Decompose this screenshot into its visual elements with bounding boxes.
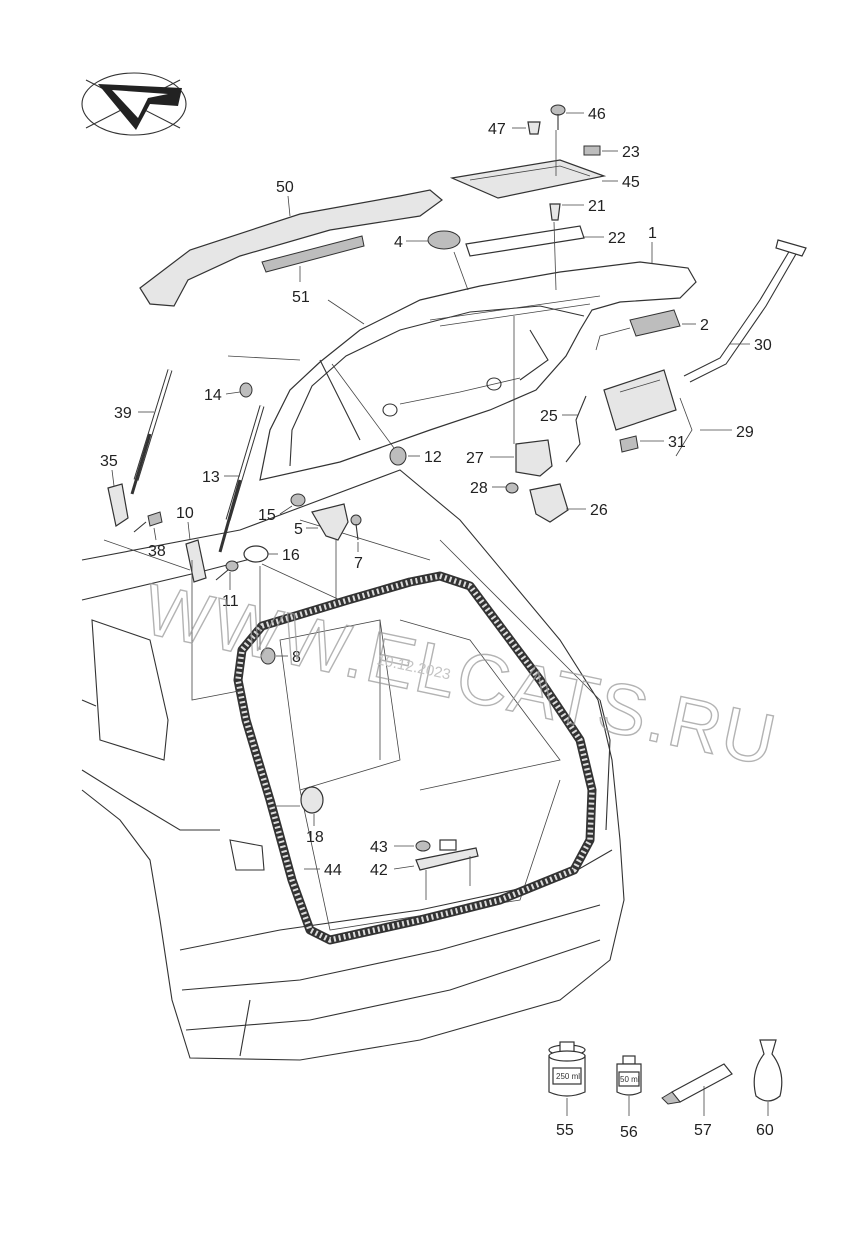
part-31-microswitch (619, 435, 639, 453)
part-60-bag (753, 1039, 783, 1116)
label-39: 39 (114, 405, 132, 422)
container-56-volume: 50 ml (620, 1075, 640, 1084)
part-23-clip (583, 145, 601, 156)
part-56-container: 50 ml (616, 1055, 642, 1116)
label-46: 46 (588, 106, 606, 123)
consumable-labels: 55 56 57 60 (556, 1122, 774, 1141)
label-35: 35 (100, 453, 118, 470)
tailgate-panel (259, 261, 697, 481)
part-14-ball-stud (239, 382, 253, 398)
label-21: 21 (588, 198, 606, 215)
label-44: 44 (324, 862, 342, 879)
part-18-grommet (272, 786, 324, 814)
label-13: 13 (202, 469, 220, 486)
part-labels: 47 46 23 45 21 22 1 50 4 51 2 30 14 39 2… (100, 106, 772, 879)
label-38: 38 (148, 543, 166, 560)
label-5: 5 (294, 521, 303, 538)
label-31: 31 (668, 434, 686, 451)
label-55: 55 (556, 1122, 574, 1139)
label-12: 12 (424, 449, 442, 466)
part-57-tube (661, 1063, 733, 1116)
part-11-bolt (215, 560, 239, 581)
label-27: 27 (466, 450, 484, 467)
label-16: 16 (282, 547, 300, 564)
label-11: 11 (222, 593, 239, 610)
watermark: WWW.ELCATS.RU 10.12.2023 (136, 569, 785, 783)
label-43: 43 (370, 839, 388, 856)
label-26: 26 (590, 502, 608, 519)
part-42-striker (415, 839, 479, 900)
part-8-plug (260, 647, 276, 665)
label-56: 56 (620, 1124, 638, 1141)
part-28-nut (505, 482, 519, 494)
part-45-trim-panel (449, 159, 607, 199)
label-60: 60 (756, 1122, 774, 1139)
part-47-plug (527, 121, 541, 135)
label-29: 29 (736, 424, 754, 441)
label-4: 4 (394, 234, 403, 251)
part-12-buffer (331, 363, 407, 466)
part-21-clip (549, 203, 561, 221)
part-50-spoiler (139, 189, 443, 307)
label-2: 2 (700, 317, 709, 334)
part-29-motor (603, 369, 677, 431)
part-25-cable (565, 395, 587, 463)
part-43-nut (415, 840, 431, 852)
part-26-bracket (529, 483, 569, 523)
label-18: 18 (306, 829, 324, 846)
label-8: 8 (292, 649, 301, 666)
label-42: 42 (370, 862, 388, 879)
label-1: 1 (648, 225, 657, 242)
reference-lines (103, 130, 693, 701)
part-4-emblem (427, 230, 461, 250)
part-22-cover-strip (465, 225, 585, 257)
label-30: 30 (754, 337, 772, 354)
label-50: 50 (276, 179, 294, 196)
label-57: 57 (694, 1122, 712, 1139)
label-28: 28 (470, 480, 488, 497)
part-27-lock (513, 316, 553, 477)
view-direction-icon (81, 72, 187, 136)
tailgate-seal (233, 571, 597, 945)
label-51: 51 (292, 289, 310, 306)
part-10-bracket (185, 539, 207, 583)
part-35-bracket (107, 483, 129, 527)
label-10: 10 (176, 505, 194, 522)
part-16-cap (243, 545, 269, 563)
label-14: 14 (204, 387, 222, 404)
part-5-hinge (311, 503, 349, 541)
part-46-screw (550, 104, 566, 130)
part-2-handle-switch (595, 309, 681, 351)
label-22: 22 (608, 230, 626, 247)
part-13-gas-strut (218, 405, 265, 553)
part-38-bolt (133, 511, 163, 533)
part-30-cable (683, 239, 807, 383)
part-39-gas-strut (130, 369, 173, 495)
label-7: 7 (354, 555, 363, 572)
part-55-container: 250 ml (548, 1041, 586, 1116)
label-23: 23 (622, 144, 640, 161)
part-15-buffer (290, 493, 306, 507)
part-51-brake-light (261, 235, 365, 273)
label-47: 47 (488, 121, 506, 138)
watermark-text: WWW.ELCATS.RU (137, 569, 784, 781)
label-15: 15 (258, 507, 276, 524)
part-7-bolt (350, 514, 362, 541)
label-25: 25 (540, 408, 558, 425)
label-45: 45 (622, 174, 640, 191)
container-55-volume: 250 ml (556, 1072, 580, 1081)
